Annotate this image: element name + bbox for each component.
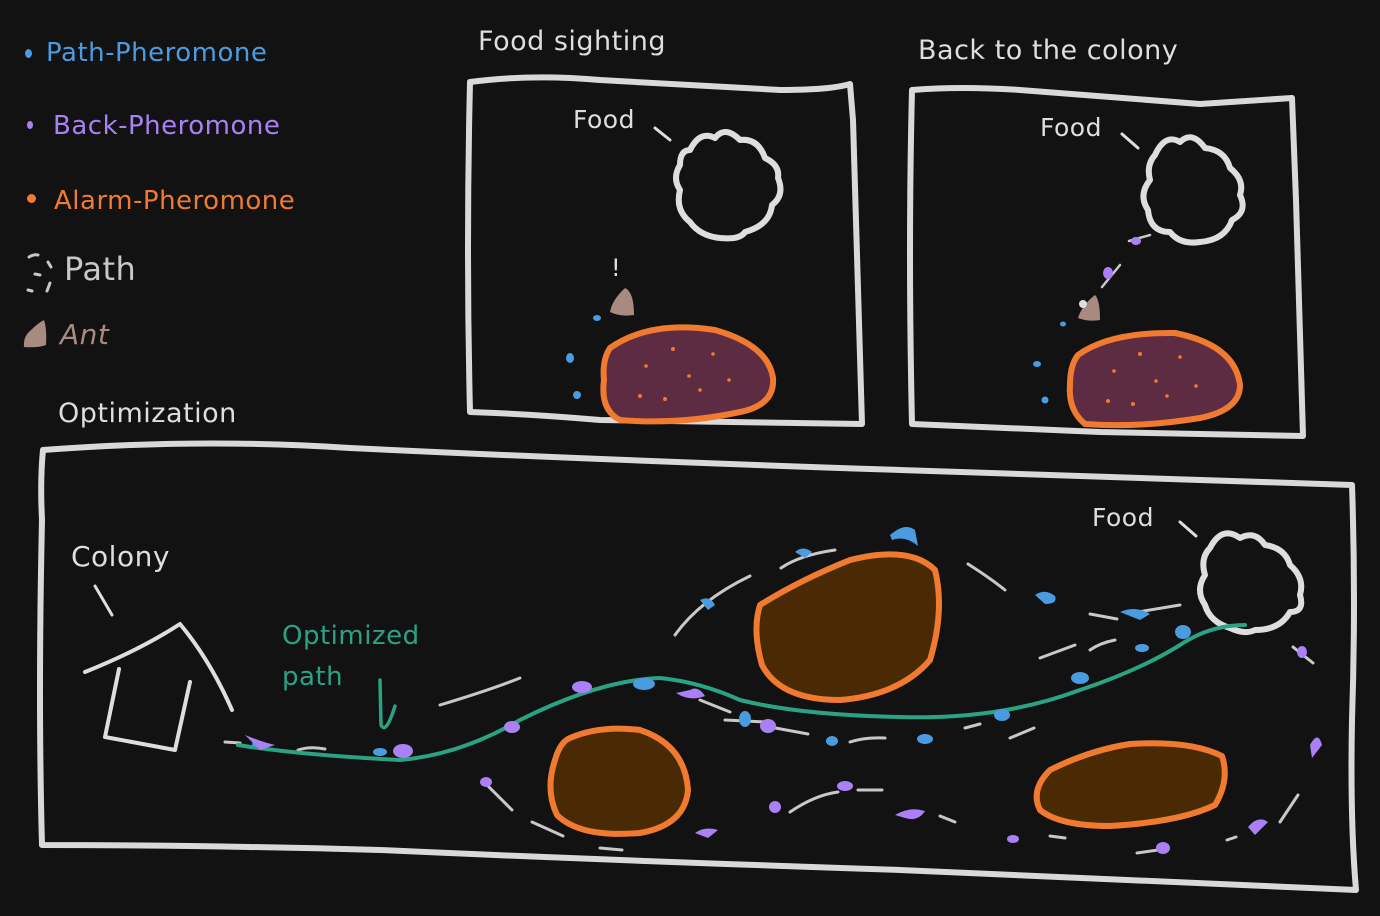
panel-frame [37, 440, 1359, 893]
ant-icon [610, 288, 634, 316]
food-cloud-icon [1197, 530, 1305, 636]
panel-title-food-sighting: Food sighting [478, 26, 666, 57]
alarm-pheromone-dots [1106, 352, 1198, 406]
path-pheromone-dots [1033, 321, 1066, 404]
alarm-pheromone-dot-icon [27, 194, 36, 203]
food-cloud-icon [1140, 134, 1246, 246]
legend-label: Path [64, 250, 137, 288]
alarm-obstacle [1066, 329, 1243, 429]
panel-title-optimization: Optimization [58, 398, 237, 429]
obstacle [547, 725, 691, 837]
optimized-path-label: path [282, 662, 344, 692]
food-pointer [653, 126, 672, 142]
optimized-path [236, 623, 1247, 762]
food-pointer [1178, 520, 1198, 538]
food-cloud-icon [673, 129, 784, 242]
colony-pointer [93, 584, 114, 617]
obstacle [753, 551, 942, 703]
panel-back-to-colony [907, 85, 1306, 439]
panel-title-back-to-colony: Back to the colony [918, 35, 1179, 66]
path-pheromone-dots [566, 315, 601, 399]
path-pheromone-dot-icon [25, 49, 32, 58]
arrow-down-icon [378, 678, 397, 730]
obstacle [1033, 740, 1228, 829]
food-label: Food [1092, 503, 1154, 532]
panel-frame [465, 74, 865, 427]
dashed-arc-icon [26, 253, 53, 293]
back-pheromone-dot-icon [27, 121, 33, 129]
back-pheromone-marks [245, 646, 1322, 854]
alert-mark: ! [611, 254, 621, 282]
legend-label: Path-Pheromone [46, 38, 268, 68]
optimized-path-label: Optimized [282, 621, 420, 651]
legend-label: Ant [60, 318, 110, 351]
colony-house-icon [83, 622, 234, 712]
legend-label: Back-Pheromone [53, 111, 281, 141]
food-label: Food [1040, 113, 1102, 142]
ant-icon [23, 320, 47, 348]
alarm-obstacle [600, 324, 777, 425]
panel-food-sighting: ! [465, 74, 865, 427]
panel-frame [907, 85, 1306, 439]
panel-optimization [37, 440, 1359, 893]
alarm-pheromone-dots [638, 347, 731, 401]
food-pointer [1120, 132, 1140, 150]
legend-label: Alarm-Pheromone [54, 186, 296, 216]
ant-icon [1078, 295, 1100, 321]
food-label: Food [573, 105, 635, 134]
colony-label: Colony [71, 540, 170, 573]
